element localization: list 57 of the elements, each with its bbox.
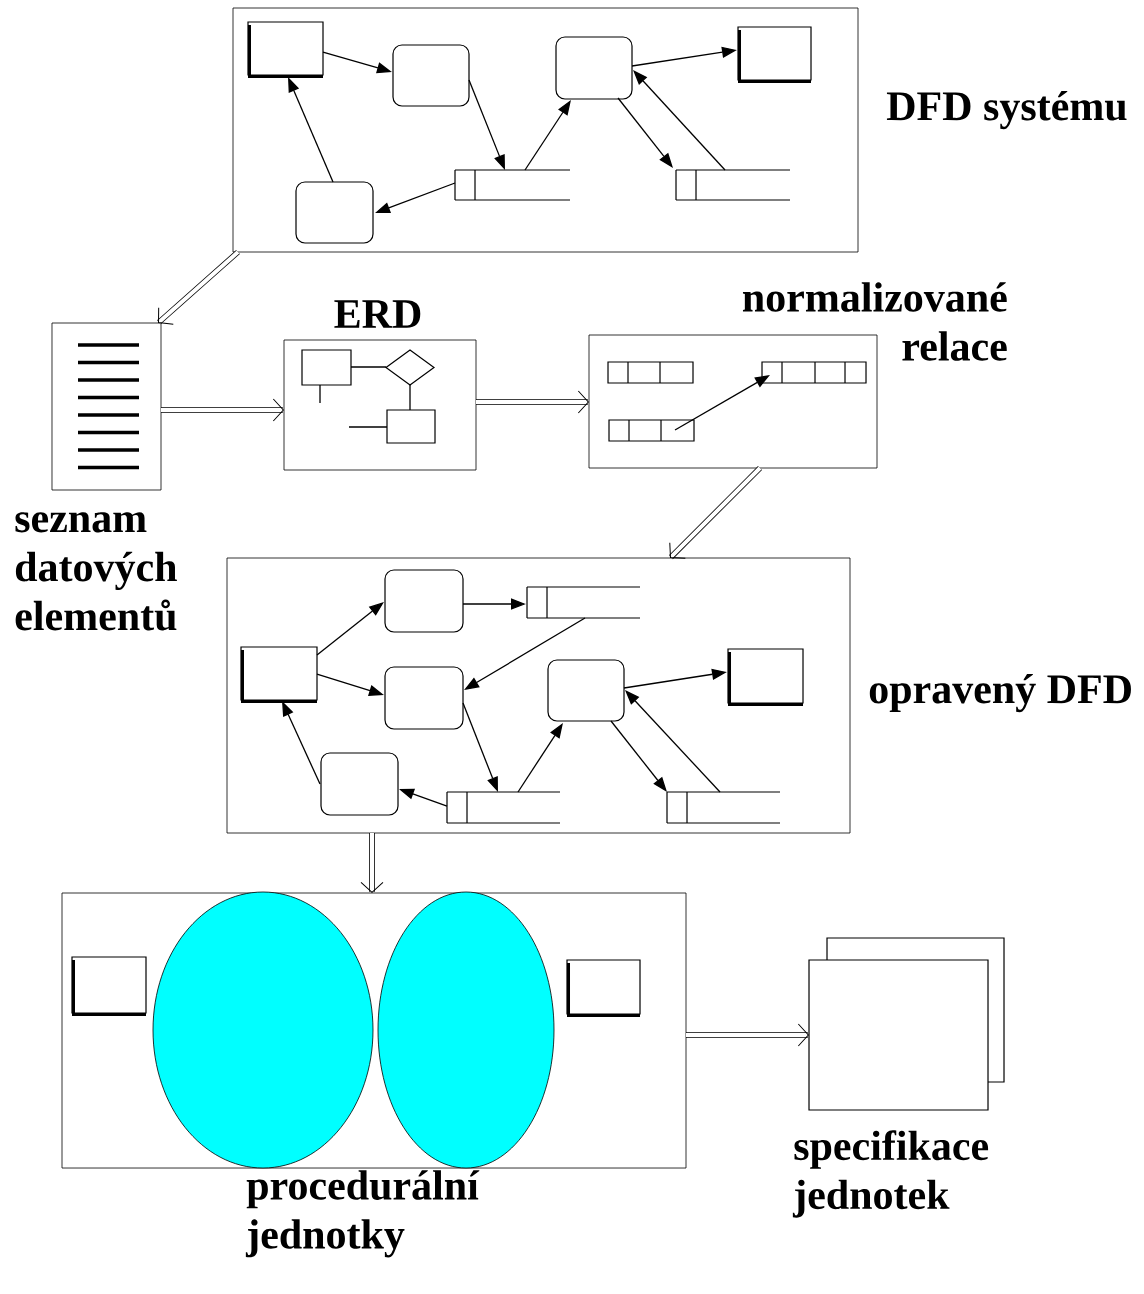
connector-line [350, 366, 387, 368]
arrow [625, 690, 721, 793]
panel-heading: normalizované relace [742, 282, 1007, 361]
panel-heading: specifikace jednotek [792, 1130, 989, 1218]
external-entity-box [566, 959, 641, 1017]
diagram-panel [588, 334, 878, 469]
external-entity-box [240, 646, 318, 703]
process-box [295, 181, 374, 244]
data-store [454, 169, 571, 201]
data-store [526, 586, 641, 619]
arrow [617, 97, 673, 168]
arrow [517, 723, 563, 793]
document-icon [51, 322, 162, 491]
data-store [675, 169, 791, 201]
table-row [607, 361, 694, 384]
panel-heading: ERD [334, 300, 421, 328]
entity-box [386, 409, 436, 444]
connector-line [319, 384, 321, 404]
double-arrow [157, 249, 240, 325]
process-box [320, 752, 399, 816]
arrow [524, 100, 571, 171]
process-box [384, 569, 464, 633]
arrow [610, 720, 667, 792]
connector-line [409, 384, 411, 411]
relationship-diamond [385, 349, 435, 386]
diagram-panel [232, 7, 859, 253]
double-arrow [360, 833, 384, 893]
arrow [316, 602, 384, 656]
arrow [633, 70, 726, 171]
table-row [608, 419, 695, 442]
panel-heading: DFD systému [886, 90, 1127, 130]
data-store [666, 791, 781, 824]
stacked-pages [808, 937, 1005, 1111]
process-box [384, 666, 464, 730]
diagram-panel [226, 557, 851, 834]
external-entity-box [727, 648, 804, 706]
double-arrow [161, 398, 284, 422]
table-row [761, 361, 867, 384]
panel-heading: seznam datových elementů [15, 512, 177, 631]
panel-heading: procedurální jednotky [245, 1170, 480, 1258]
panel-heading: opravený DFD [869, 673, 1131, 713]
oval [152, 891, 374, 1169]
process-box [547, 659, 625, 722]
connector-line [348, 426, 388, 428]
double-arrow [668, 466, 762, 560]
entity-box [301, 349, 352, 386]
process-box [392, 44, 470, 107]
external-entity-box [737, 26, 812, 83]
data-store [446, 791, 561, 824]
process-box [555, 36, 633, 100]
external-entity-box [71, 956, 147, 1016]
double-arrow [476, 390, 589, 414]
diagram-panel [61, 892, 687, 1169]
oval [377, 891, 555, 1169]
diagram-panel [283, 339, 477, 471]
external-entity-box [247, 21, 324, 78]
double-arrow [686, 1023, 809, 1047]
